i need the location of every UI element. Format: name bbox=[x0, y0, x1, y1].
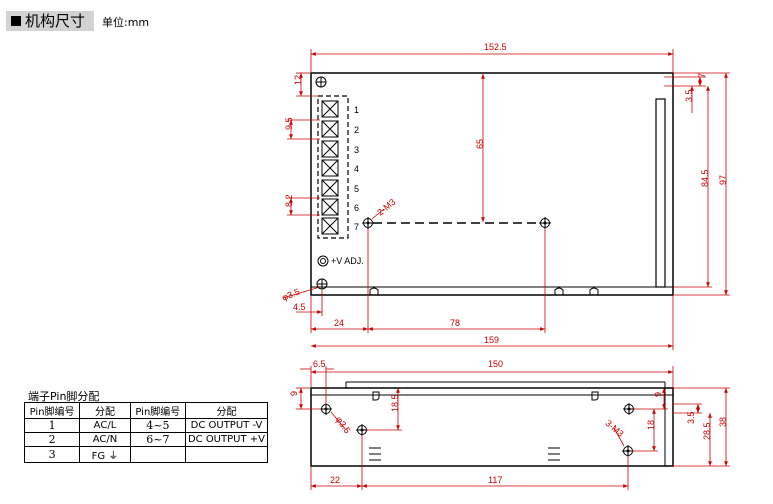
corner-screw-top bbox=[315, 76, 327, 88]
pin-table-caption: 端子Pin脚分配 bbox=[28, 390, 100, 403]
table-cell: AC/N bbox=[79, 432, 131, 447]
side-dim-right-top: 9 bbox=[653, 392, 663, 397]
side-slot bbox=[655, 98, 666, 288]
section-title: 机构尺寸 bbox=[6, 11, 94, 31]
terminal-number-7: 7 bbox=[354, 222, 359, 232]
terminal-number-3: 3 bbox=[354, 145, 359, 155]
table-header: 分配 bbox=[184, 402, 269, 419]
dim-overall-length: 159 bbox=[484, 335, 499, 345]
dim-pin-spacing: 8.2 bbox=[284, 194, 294, 207]
table-cell bbox=[129, 446, 186, 463]
table-cell: 2 bbox=[23, 432, 81, 447]
side-hole-top-left bbox=[320, 403, 332, 415]
dim-hole-dia: φ3.5 bbox=[280, 287, 301, 303]
square-bullet-icon bbox=[11, 16, 21, 26]
unit-label: 单位:mm bbox=[102, 16, 150, 29]
table-row: 1 AC/L 4~5 DC OUTPUT -V bbox=[23, 418, 269, 433]
table-cell: DC OUTPUT +V bbox=[184, 432, 269, 447]
terminal-block bbox=[317, 95, 349, 239]
side-dim-bottom-left: 22 bbox=[330, 475, 340, 485]
dim-height-a: 84.5 bbox=[700, 169, 710, 187]
side-view: 6.5 150 9 18.5 φ3.5 3-M3 9 18 3.5 28.5 3… bbox=[289, 359, 730, 490]
section-title-text: 机构尺寸 bbox=[25, 12, 86, 30]
terminal-number-5: 5 bbox=[354, 184, 359, 194]
dim-hole-x2: 78 bbox=[450, 318, 460, 328]
table-cell bbox=[184, 446, 269, 463]
mount-hole-left bbox=[362, 217, 374, 229]
vadj-potentiometer-icon bbox=[317, 255, 329, 267]
side-dim-hole-drop: 18.5 bbox=[390, 394, 400, 412]
table-row: 3 FG ⏚ bbox=[23, 446, 269, 463]
top-view: 1 2 3 4 5 6 7 +V ADJ. bbox=[280, 42, 730, 350]
dim-top-margin: 12 bbox=[293, 75, 303, 85]
mount-hole-right bbox=[539, 217, 551, 229]
side-dim-hole-dia: φ3.5 bbox=[334, 415, 353, 436]
top-view-outline bbox=[310, 72, 674, 296]
table-header: 分配 bbox=[79, 402, 131, 419]
table-header: Pin脚编号 bbox=[23, 402, 81, 419]
terminal-number-1: 1 bbox=[354, 105, 359, 115]
side-dim-height-mid: 28.5 bbox=[702, 422, 712, 440]
table-cell: 4~5 bbox=[129, 418, 186, 433]
side-dim-total-width: 150 bbox=[488, 359, 503, 369]
side-dim-bottom-span: 117 bbox=[488, 475, 502, 485]
side-dim-height-total: 38 bbox=[718, 417, 728, 427]
terminal-screws bbox=[321, 100, 339, 235]
side-dim-left-offset: 6.5 bbox=[313, 359, 326, 369]
dim-hole-x1: 24 bbox=[334, 318, 344, 328]
side-dim-hole-vert: 18 bbox=[646, 420, 656, 430]
dim-hole-span: 65 bbox=[475, 139, 485, 149]
dim-right-small-a: 7 bbox=[697, 73, 707, 78]
side-dim-small-side: 3.5 bbox=[686, 411, 696, 424]
corner-screw-bottom bbox=[316, 278, 328, 290]
table-cell: FG ⏚ bbox=[79, 446, 131, 463]
dim-hole-label: 2-M3 bbox=[375, 197, 397, 218]
side-view-outline bbox=[310, 387, 674, 467]
dim-top-total-width: 152.5 bbox=[484, 42, 507, 52]
pin-assignment-table: Pin脚编号 分配 Pin脚编号 分配 1 AC/L 4~5 DC OUTPUT… bbox=[23, 402, 269, 463]
terminal-number-2: 2 bbox=[354, 125, 359, 135]
dim-pin-pitch: 9.5 bbox=[284, 117, 294, 130]
table-header: Pin脚编号 bbox=[129, 402, 186, 419]
table-cell: 1 bbox=[23, 418, 81, 433]
table-cell: 3 bbox=[23, 446, 81, 463]
table-cell: DC OUTPUT -V bbox=[184, 418, 269, 433]
table-cell: 6~7 bbox=[129, 432, 186, 447]
dim-right-small-b: 3.5 bbox=[684, 89, 694, 102]
table-cell: AC/L bbox=[79, 418, 131, 433]
table-row: 2 AC/N 6~7 DC OUTPUT +V bbox=[23, 432, 269, 447]
terminal-number-6: 6 bbox=[354, 203, 359, 213]
side-dim-hole-label: 3-M3 bbox=[603, 418, 625, 439]
terminal-number-4: 4 bbox=[354, 164, 359, 174]
dim-height-b: 97 bbox=[718, 175, 728, 185]
vadj-label: +V ADJ. bbox=[331, 256, 364, 266]
table-header-row: Pin脚编号 分配 Pin脚编号 分配 bbox=[23, 402, 269, 419]
dim-left-offset: 4.5 bbox=[293, 302, 306, 312]
side-dim-top-offset: 9 bbox=[289, 391, 299, 396]
